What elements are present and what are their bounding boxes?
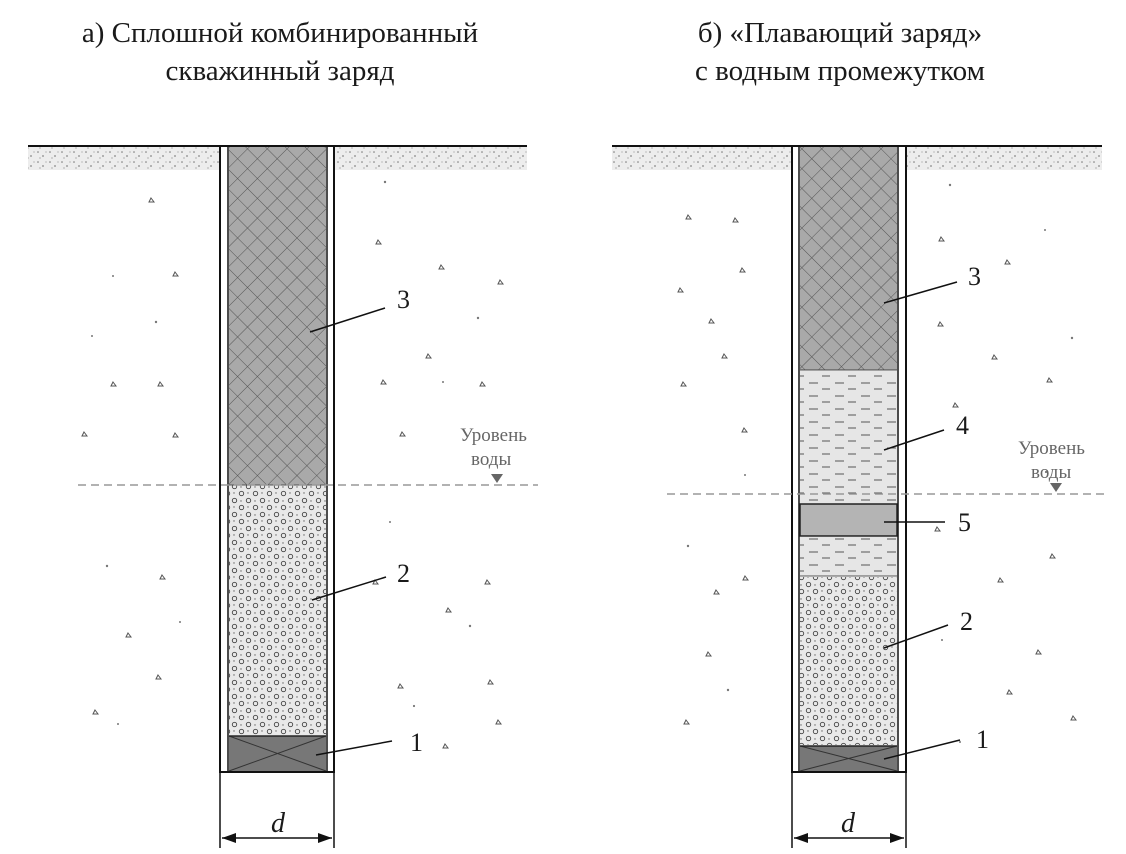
panel-a: Уровень воды 3 2 1 d: [28, 145, 538, 848]
panel-b-dim-arrow-left: [794, 833, 808, 843]
panel-b-spacer-plug: [799, 503, 898, 537]
panel-a-dim-arrow-left: [222, 833, 236, 843]
panel-a-stemming-layer: [229, 147, 326, 485]
panel-b-title: б) «Плавающий заряд» с водным промежутко…: [610, 14, 1070, 90]
panel-b-soil-dots: [686, 183, 1074, 743]
panel-a-diameter-dimension: [219, 772, 335, 848]
panel-b-callout-5: 5: [958, 508, 971, 537]
panel-b-title-line2: с водным промежутком: [695, 55, 985, 87]
panel-a-ground-strip-right: [334, 146, 527, 170]
panel-b-callout-2: 2: [960, 607, 973, 636]
panel-b-water-level-marker: [1050, 483, 1062, 492]
panel-a-callout-1: 1: [410, 728, 423, 757]
panel-a-diameter-label: d: [271, 808, 286, 839]
panel-a-ground-strip-left: [28, 146, 222, 170]
panel-a-main-charge: [229, 485, 326, 735]
panel-b-callout-3-leader: [883, 281, 958, 304]
panel-a-water-level-marker: [491, 474, 503, 483]
panel-b-callout-4: 4: [956, 411, 969, 440]
panel-a-title-line2: скважинный заряд: [165, 55, 395, 87]
panel-a-title-line1: а) Сплошной комбинированный: [81, 17, 479, 49]
panel-b-water-label-line2: воды: [1031, 462, 1071, 483]
panel-b-ground-strip-left: [612, 146, 792, 170]
panel-b-water-gap-lower: [800, 537, 897, 576]
panel-b-title-line1: б) «Плавающий заряд»: [697, 17, 983, 49]
panel-a-callout-3-leader: [309, 307, 386, 333]
panel-a-dim-arrow-right: [318, 833, 332, 843]
panel-a-callout-3: 3: [397, 285, 410, 314]
panel-b-ground-strip-right: [906, 146, 1102, 170]
panel-b-callout-2-leader: [883, 624, 949, 649]
panel-a-soil-dots: [91, 180, 480, 725]
panel-b-diameter-dimension: [791, 772, 907, 848]
panel-a-callout-2-leader: [311, 576, 387, 601]
panel-a-callout-1-leader: [315, 740, 393, 756]
panel-b-callout-4-leader: [883, 429, 945, 451]
panel-a-callout-2: 2: [397, 559, 410, 588]
panel-a-water-label-line2: воды: [471, 449, 511, 470]
panel-b-rock-marks: [677, 214, 1077, 725]
panel-b-callout-3: 3: [968, 262, 981, 291]
panel-b-water-gap-upper: [800, 371, 897, 504]
panel-a-title: а) Сплошной комбинированный скважинный з…: [30, 14, 530, 90]
panel-a-water-label-line1: Уровень: [460, 425, 527, 446]
panel-b-diameter-label: d: [841, 808, 856, 839]
panel-b-callout-1-leader: [883, 739, 961, 760]
panel-b-main-charge: [800, 577, 897, 745]
panel-a-bottom-charge: [228, 735, 327, 772]
panel-b-water-label-line1: Уровень: [1018, 438, 1085, 459]
panel-b-callout-1: 1: [976, 725, 989, 754]
panel-b-bottom-charge: [799, 745, 898, 772]
panel-b-dim-arrow-right: [890, 833, 904, 843]
panel-b-stemming-layer: [800, 147, 897, 370]
panel-a-rock-marks: [81, 197, 504, 749]
panel-b: Уровень воды 3 4 5 2 1 d: [612, 145, 1108, 848]
